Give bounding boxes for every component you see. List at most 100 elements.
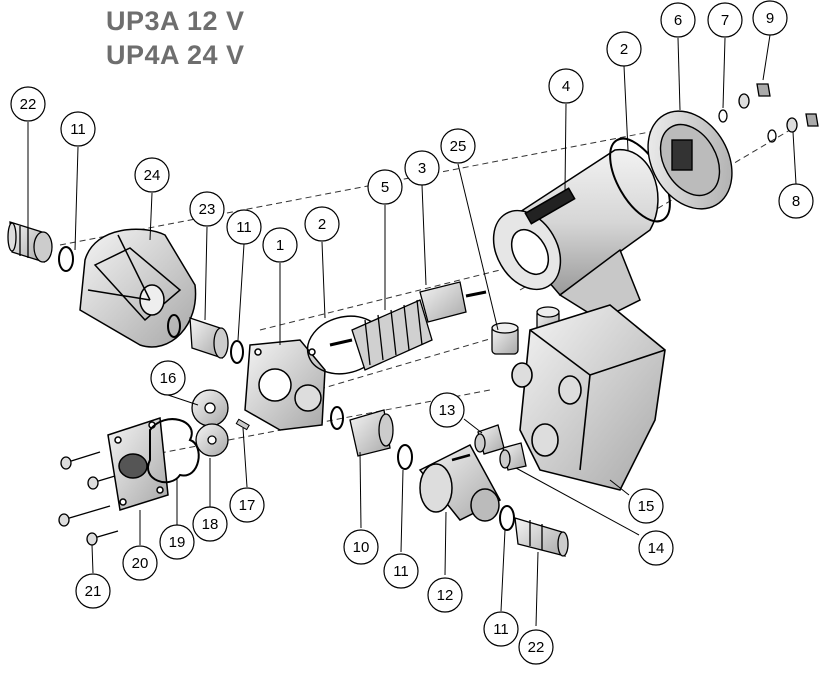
- callout-circle: [638, 530, 674, 566]
- callout-3: 3: [404, 150, 440, 186]
- callout-number: 11: [393, 563, 409, 580]
- callout-2: 2: [606, 31, 642, 67]
- callout-number: 20: [132, 555, 149, 572]
- callout-number: 13: [439, 402, 456, 419]
- callout-18: 18: [192, 506, 228, 542]
- part-11-o-ring-inlet: [58, 246, 74, 272]
- callout-number: 10: [353, 539, 370, 556]
- callout-number: 7: [721, 12, 729, 29]
- callout-leaders: [27, 34, 797, 627]
- part-13-connector: [474, 424, 505, 455]
- callout-circle: [606, 31, 642, 67]
- part-24-end-cover: [79, 228, 197, 348]
- callout-number: 17: [239, 497, 256, 514]
- callout-circle: [427, 577, 463, 613]
- callout-circle: [343, 529, 379, 565]
- callout-number: 11: [236, 219, 252, 236]
- part-14-connector: [499, 442, 527, 471]
- part-10-fitting: [330, 406, 394, 457]
- part-21-screws: [58, 451, 119, 546]
- callout-9: 9: [752, 0, 788, 36]
- callout-19: 19: [159, 524, 195, 560]
- callout-21: 21: [75, 573, 111, 609]
- callout-17: 17: [229, 487, 265, 523]
- part-15-junction-box: [511, 304, 666, 491]
- callout-circle: [367, 169, 403, 205]
- callout-number: 15: [638, 498, 655, 515]
- part-17-key: [235, 418, 250, 431]
- callout-circle: [548, 68, 584, 104]
- callout-number: 22: [528, 639, 545, 656]
- callout-circle: [75, 573, 111, 609]
- callout-15: 15: [628, 488, 664, 524]
- callout-22: 22: [518, 629, 554, 665]
- callout-number: 2: [318, 216, 326, 233]
- callout-circle: [134, 157, 170, 193]
- callout-5: 5: [367, 169, 403, 205]
- callout-11: 11: [226, 209, 262, 245]
- callout-25: 25: [440, 128, 476, 164]
- callout-number: 18: [202, 516, 219, 533]
- part-8-washer-nut-set: [767, 113, 819, 143]
- callout-circle: [122, 545, 158, 581]
- callout-circle: [440, 128, 476, 164]
- part-4-motor-housing: [492, 149, 659, 321]
- callout-12: 12: [427, 577, 463, 613]
- callout-number: 16: [160, 370, 177, 387]
- callout-circle: [778, 183, 814, 219]
- callout-number: 21: [85, 583, 102, 600]
- callout-number: 3: [418, 160, 426, 177]
- callout-number: 6: [674, 12, 682, 29]
- callout-circle: [192, 506, 228, 542]
- part-20-end-plate: [107, 416, 169, 511]
- model-title-12v: UP3A 12 V: [106, 6, 245, 36]
- callout-number: 19: [169, 534, 186, 551]
- part-7-washer-nut-set: [718, 83, 771, 123]
- part-5-armature: [329, 281, 487, 371]
- callout-circle: [628, 488, 664, 524]
- part-25-bushing: [491, 306, 560, 355]
- callout-6: 6: [660, 2, 696, 38]
- callout-circle: [707, 2, 743, 38]
- callout-number: 25: [450, 138, 467, 155]
- part-11-o-ring-outlet-b: [499, 505, 515, 531]
- part-23-fitting: [167, 314, 244, 364]
- part-11-o-ring-outlet-a: [397, 444, 413, 470]
- part-1-pump-body: [244, 339, 326, 431]
- callout-number: 24: [144, 167, 161, 184]
- callout-14: 14: [638, 530, 674, 566]
- callout-circle: [229, 487, 265, 523]
- part-19-gasket: [147, 418, 200, 484]
- callout-number: 14: [648, 540, 665, 557]
- part-22-hose-barb-inlet: [7, 221, 53, 263]
- callout-circle: [60, 111, 96, 147]
- part-6-brush-holder-cap: [647, 110, 733, 210]
- callout-11: 11: [483, 611, 519, 647]
- part-22-hose-barb-outlet: [514, 517, 569, 557]
- callout-circle: [159, 524, 195, 560]
- callout-20: 20: [122, 545, 158, 581]
- callout-number: 23: [199, 201, 216, 218]
- callout-1: 1: [262, 227, 298, 263]
- callout-2: 2: [304, 206, 340, 242]
- callout-number: 12: [437, 587, 454, 604]
- callout-number: 11: [70, 121, 86, 138]
- callout-23: 23: [189, 191, 225, 227]
- callout-number: 8: [792, 193, 800, 210]
- callout-circle: [10, 86, 46, 122]
- callout-circle: [262, 227, 298, 263]
- callout-number: 22: [20, 96, 37, 113]
- callout-circle: [189, 191, 225, 227]
- callout-number: 2: [620, 41, 628, 58]
- callout-4: 4: [548, 68, 584, 104]
- callout-22: 22: [10, 86, 46, 122]
- part-12-outlet-body: [418, 444, 502, 522]
- callout-circle: [304, 206, 340, 242]
- callout-circle: [518, 629, 554, 665]
- callout-circle: [383, 553, 419, 589]
- callout-number: 9: [766, 10, 774, 27]
- callout-7: 7: [707, 2, 743, 38]
